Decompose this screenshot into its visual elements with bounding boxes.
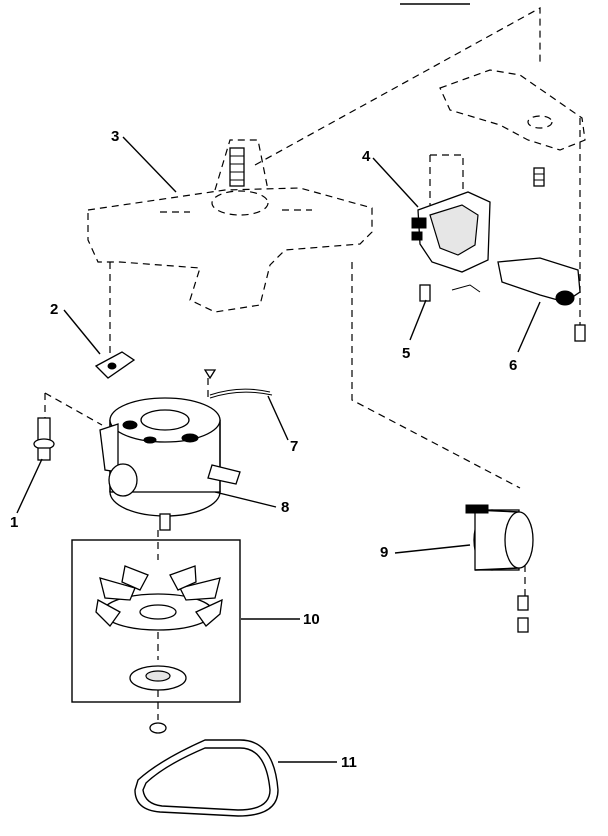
callout-9: 9 <box>380 544 388 561</box>
callout-11: 11 <box>341 754 357 771</box>
transmission-shaft <box>229 147 245 187</box>
callout-7: 7 <box>290 438 298 455</box>
switch-screw <box>419 284 431 302</box>
callout-10: 10 <box>303 611 320 628</box>
mounting-screw <box>533 167 545 187</box>
mounting-screw-right <box>574 324 586 342</box>
callout-4: 4 <box>362 148 371 165</box>
mounting-plate-part <box>439 69 586 151</box>
callout-8: 8 <box>281 499 289 516</box>
callout-labels: 3 2 4 5 6 7 8 1 9 10 11 <box>10 128 517 771</box>
callout-6: 6 <box>509 357 517 374</box>
capacitor-part <box>465 504 534 633</box>
transmission-bracket-part <box>87 139 373 313</box>
actuator-part <box>451 257 581 306</box>
wire-harness-part <box>203 369 273 399</box>
callout-3: 3 <box>111 128 119 145</box>
motor-clip-part <box>94 351 136 379</box>
drive-motor-part <box>99 397 241 531</box>
callout-2: 2 <box>50 301 58 318</box>
drive-belt-part <box>134 739 279 817</box>
lid-switch-part <box>411 191 491 273</box>
callout-1: 1 <box>10 514 18 531</box>
mount-bolt-part <box>33 417 55 461</box>
pump-pulley-assembly-part <box>71 539 241 734</box>
callout-5: 5 <box>402 345 410 362</box>
leader-lines <box>16 136 541 763</box>
